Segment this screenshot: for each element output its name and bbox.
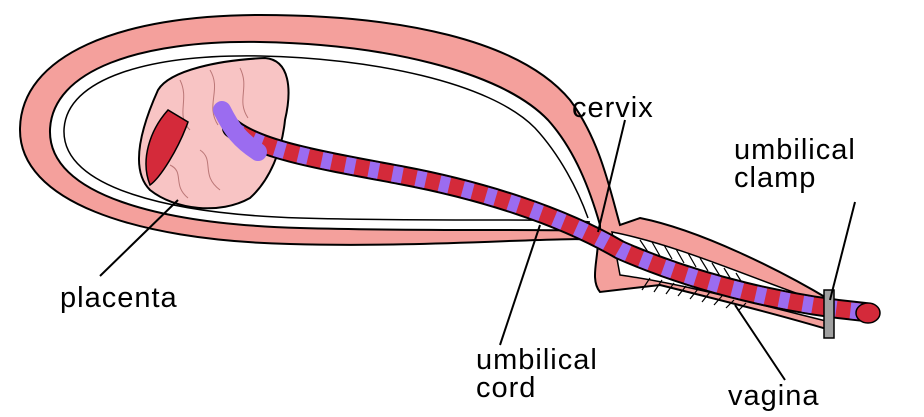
- label-placenta: placenta: [60, 282, 178, 314]
- label-umbilical-cord-line2: cord: [476, 372, 536, 404]
- umbilical-clamp: [824, 290, 834, 338]
- label-vagina: vagina: [728, 380, 819, 412]
- leader-umbilical-clamp: [830, 202, 855, 300]
- label-umbilical-clamp-line2: clamp: [734, 162, 816, 194]
- cord-end: [856, 303, 880, 323]
- leader-umbilical-cord: [500, 225, 540, 345]
- label-cervix: cervix: [572, 92, 654, 124]
